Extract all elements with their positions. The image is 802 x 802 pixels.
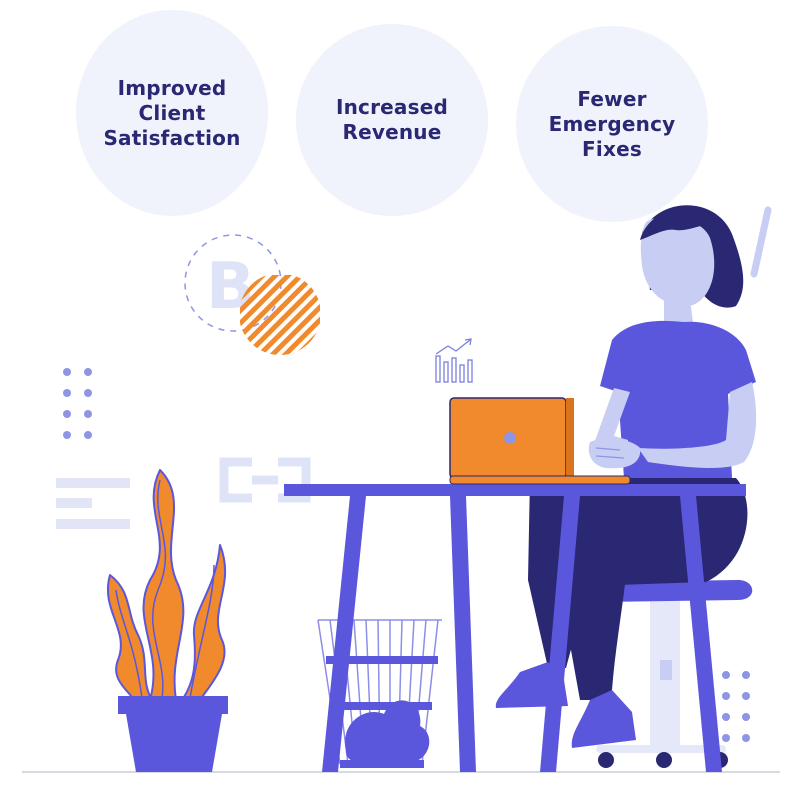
benefit-bubble-client-satisfaction: Improved Client Satisfaction bbox=[76, 10, 268, 216]
chain-link-icon bbox=[219, 457, 311, 503]
benefit-bubble-increased-revenue: Increased Revenue bbox=[296, 24, 488, 216]
dot-grid-icon bbox=[63, 368, 92, 439]
benefit-label: Fewer Emergency Fixes bbox=[548, 86, 676, 161]
bitcoin-icon: B bbox=[184, 234, 320, 355]
laptop bbox=[449, 397, 631, 485]
slash-decoration bbox=[750, 206, 772, 278]
waste-basket bbox=[317, 619, 442, 768]
bar-chart-icon bbox=[435, 338, 473, 383]
desk bbox=[284, 484, 746, 772]
potted-plant bbox=[107, 469, 228, 772]
text-lines-icon bbox=[56, 478, 130, 529]
benefit-label: Increased Revenue bbox=[335, 95, 449, 144]
benefit-bubble-fewer-emergency-fixes: Fewer Emergency Fixes bbox=[516, 26, 708, 222]
benefit-label: Improved Client Satisfaction bbox=[103, 75, 241, 150]
stool bbox=[596, 580, 753, 768]
dot-grid-icon bbox=[722, 671, 750, 742]
